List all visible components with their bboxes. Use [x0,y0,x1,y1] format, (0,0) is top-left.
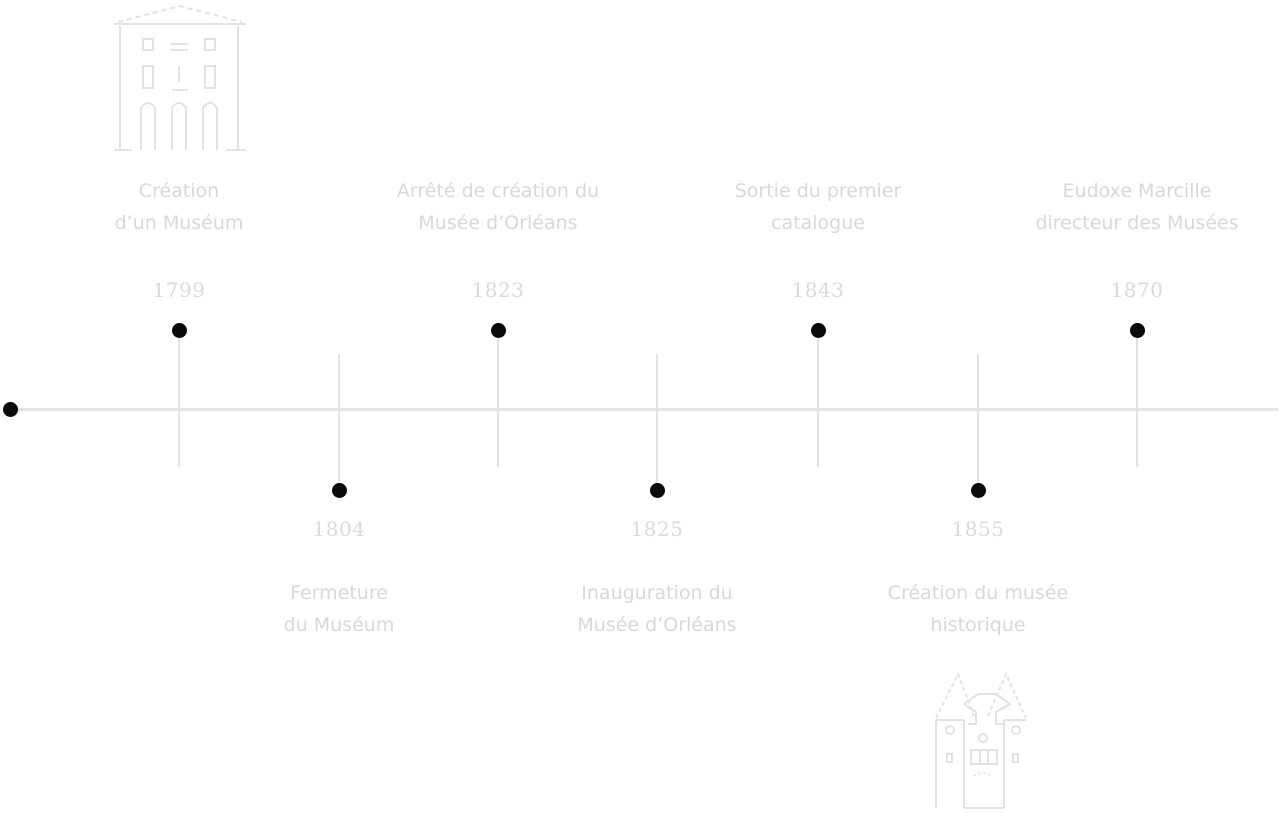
event-label-line2: directeur des Musées [1035,212,1239,234]
event-label: Création du musée historique [848,577,1108,641]
event-label: Arrêté de création du Musée d’Orléans [368,175,628,239]
event-year: 1843 [791,278,845,302]
museum-building-icon [114,4,246,151]
event-year: 1825 [630,517,684,541]
historic-house-icon [935,671,1027,809]
event-year: 1855 [951,517,1005,541]
event-label-line1: Arrêté de création du [396,180,600,202]
event-stem [497,331,499,467]
event-label: Inauguration du Musée d’Orléans [527,577,787,641]
timeline-start-dot [3,402,18,417]
event-label-line1: Inauguration du [581,582,733,604]
event-label: Sortie du premier catalogue [688,175,948,239]
event-label: Eudoxe Marcille directeur des Musées [1007,175,1267,239]
event-stem [1136,331,1138,467]
timeline-axis [10,408,1278,411]
event-year: 1823 [471,278,525,302]
event-stem [656,354,658,490]
event-stem [977,354,979,490]
event-label-line2: catalogue [771,212,865,234]
event-dot[interactable] [491,323,506,338]
event-label-line1: Eudoxe Marcille [1062,180,1212,202]
event-stem [338,354,340,490]
event-label-line2: historique [930,614,1026,636]
event-label-line1: Création du musée [887,582,1069,604]
event-label: Création d’un Muséum [49,175,309,239]
event-dot[interactable] [1130,323,1145,338]
event-dot[interactable] [811,323,826,338]
event-label-line1: Création [138,180,220,202]
event-year: 1799 [152,278,206,302]
event-year: 1804 [312,517,366,541]
event-stem [817,331,819,467]
event-dot[interactable] [172,323,187,338]
event-stem [178,331,180,467]
event-dot[interactable] [971,483,986,498]
event-label-line2: Musée d’Orléans [577,614,737,636]
event-label-line1: Fermeture [290,582,388,604]
event-label-line2: Musée d’Orléans [418,212,578,234]
event-dot[interactable] [332,483,347,498]
event-year: 1870 [1110,278,1164,302]
event-dot[interactable] [650,483,665,498]
event-label: Fermeture du Muséum [209,577,469,641]
event-label-line2: du Muséum [283,614,395,636]
event-label-line2: d’un Muséum [114,212,244,234]
event-label-line1: Sortie du premier [734,180,902,202]
